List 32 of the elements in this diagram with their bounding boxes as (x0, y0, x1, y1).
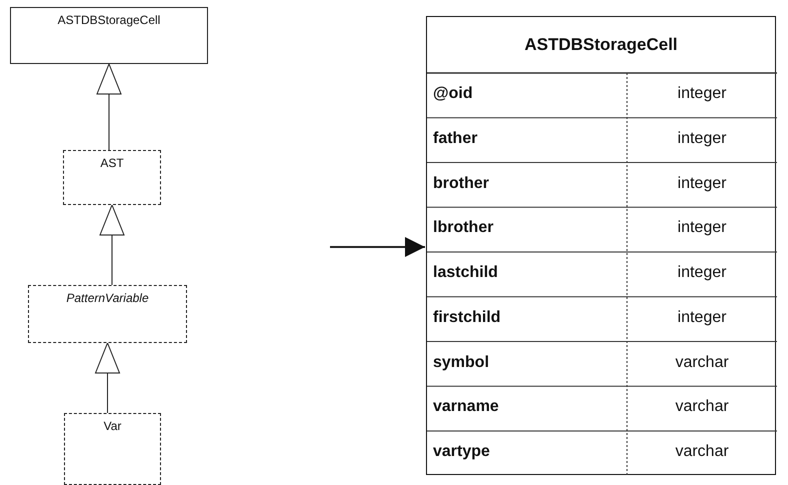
table-name: ASTDBStorageCell (523, 35, 679, 55)
column-name: @oid (433, 85, 473, 103)
class-name: AST (99, 156, 125, 170)
column-name: firstchild (433, 308, 501, 327)
class-name: PatternVariable (65, 291, 150, 305)
inheritance-arrow (96, 64, 122, 150)
column-name: symbol (433, 354, 490, 372)
column-type: varchar (674, 354, 730, 372)
column-type: integer (676, 174, 728, 192)
column-type: integer (676, 308, 728, 327)
class-box (63, 150, 161, 205)
arrow (330, 237, 425, 257)
column-type: integer (676, 85, 728, 103)
inheritance-arrow (95, 342, 120, 414)
class-box (28, 285, 187, 343)
column-name: lastchild (433, 264, 498, 282)
column-name: vartype (433, 443, 490, 461)
database-table (426, 16, 776, 475)
column-type: varchar (674, 398, 730, 416)
column-type: integer (676, 264, 728, 282)
column-type: integer (676, 219, 728, 238)
column-name: lbrother (433, 219, 494, 238)
class-box (64, 413, 161, 485)
class-box (10, 7, 208, 64)
class-name: Var (102, 419, 122, 433)
inheritance-arrow (100, 204, 124, 286)
column-type: integer (676, 130, 728, 148)
class-name: ASTDBStorageCell (56, 13, 162, 27)
column-name: brother (433, 174, 489, 192)
column-name: father (433, 130, 478, 148)
column-type: varchar (674, 443, 730, 461)
column-name: varname (433, 398, 499, 416)
